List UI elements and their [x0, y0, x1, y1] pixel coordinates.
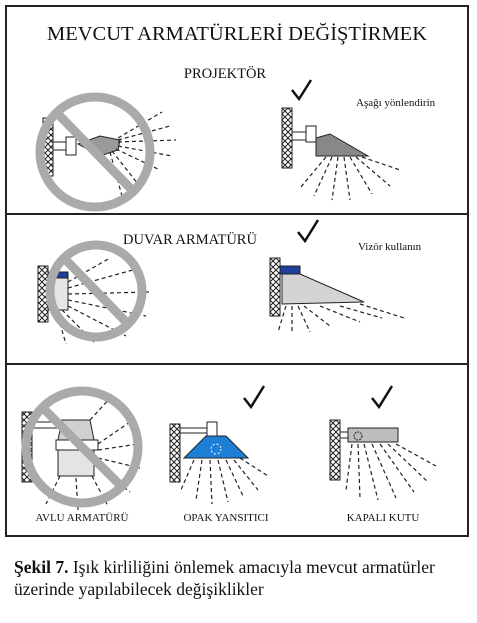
projector-note: Aşağı yönlendirin	[356, 97, 436, 109]
prohibited-icon	[21, 386, 143, 508]
yard-label-avlu: AVLU ARMATÜRÜ	[35, 512, 128, 524]
prohibited-icon	[35, 92, 155, 212]
yard-label-opak: OPAK YANSITICI	[183, 512, 268, 524]
page-title: MEVCUT ARMATÜRLERİ DEĞİŞTİRMEK	[47, 22, 427, 45]
caption-text: Işık kirliliğini önlemek amacıyla mevcut…	[14, 557, 435, 599]
wall-fixture-bad	[37, 240, 151, 345]
closed-box-fixture	[329, 419, 437, 501]
figure-caption: Şekil 7. Işık kirliliğini önlemek amacıy…	[14, 556, 464, 600]
wall-heading: DUVAR ARMATÜRÜ	[123, 231, 257, 248]
yard-label-kapali: KAPALI KUTU	[347, 512, 420, 524]
caption-number: Şekil 7.	[14, 557, 69, 577]
checkmark-icon	[371, 385, 394, 410]
checkmark-icon	[297, 219, 320, 244]
projector-good	[281, 107, 401, 201]
outer-frame	[5, 5, 469, 537]
wall-note: Vizör kullanın	[358, 241, 422, 253]
prohibited-icon	[45, 240, 147, 342]
yard-fixture-bad	[21, 386, 143, 511]
checkmark-icon	[291, 79, 313, 102]
projector-heading: PROJEKTÖR	[184, 65, 267, 82]
checkmark-icon	[243, 385, 266, 410]
opaque-reflector	[169, 421, 269, 505]
wall-fixture-good	[269, 257, 405, 334]
projector-bad	[35, 92, 177, 212]
